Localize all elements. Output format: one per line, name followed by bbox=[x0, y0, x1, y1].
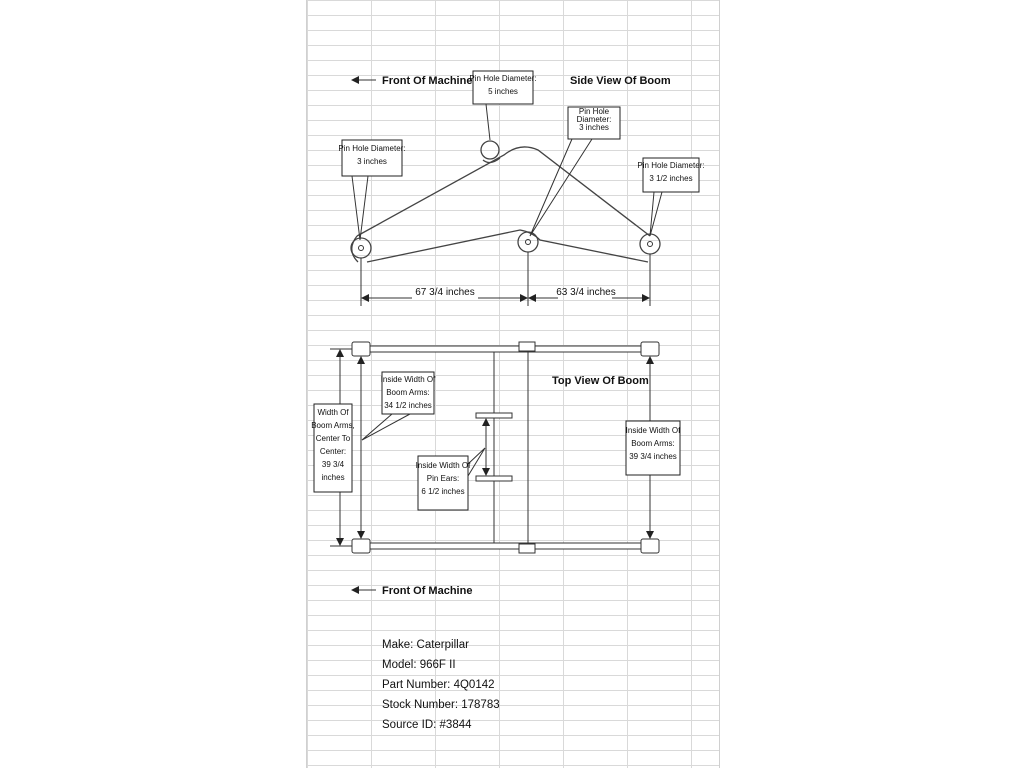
svg-text:Pin Hole: Pin Hole bbox=[579, 107, 610, 116]
dimension-right-label: 63 3/4 inches bbox=[556, 287, 616, 298]
svg-text:Boom Arms,: Boom Arms, bbox=[311, 421, 355, 430]
svg-text:39 3/4 inches: 39 3/4 inches bbox=[629, 452, 677, 461]
svg-text:5 inches: 5 inches bbox=[488, 87, 518, 96]
callout-pin-hole-right: Pin Hole Diameter: 3 1/2 inches bbox=[637, 157, 705, 237]
dimension-side bbox=[360, 252, 651, 306]
svg-text:Inside Width Of: Inside Width Of bbox=[626, 426, 681, 435]
svg-text:3 1/2 inches: 3 1/2 inches bbox=[649, 174, 692, 183]
front-of-machine-label-top: Front Of Machine bbox=[382, 75, 472, 87]
svg-text:39 3/4: 39 3/4 bbox=[322, 460, 345, 469]
info-model: Model: 966F II bbox=[382, 659, 456, 671]
pin-hole-right bbox=[639, 233, 661, 255]
svg-text:3 inches: 3 inches bbox=[579, 123, 609, 132]
pin-hole-middle bbox=[517, 231, 539, 253]
svg-text:3 inches: 3 inches bbox=[357, 157, 387, 166]
boom-top-outline bbox=[351, 341, 660, 554]
svg-text:Center To: Center To bbox=[316, 434, 351, 443]
svg-text:Pin Ears:: Pin Ears: bbox=[427, 474, 459, 483]
info-part-number: Part Number: 4Q0142 bbox=[382, 679, 495, 691]
svg-text:Boom Arms:: Boom Arms: bbox=[386, 388, 430, 397]
callout-inside-width-right: Inside Width Of Boom Arms: 39 3/4 inches bbox=[625, 420, 681, 476]
callout-pin-ears: Inside Width Of Pin Ears: 6 1/2 inches bbox=[416, 447, 486, 511]
callout-width-center-to-center: Width Of Boom Arms, Center To Center: 39… bbox=[311, 403, 355, 493]
svg-text:Inside Width Of: Inside Width Of bbox=[381, 375, 436, 384]
svg-text:Width Of: Width Of bbox=[317, 408, 349, 417]
callout-inside-width-arms: Inside Width Of Boom Arms: 34 1/2 inches bbox=[361, 371, 436, 441]
pin-hole-left bbox=[350, 237, 372, 259]
svg-text:Pin Hole Diameter:: Pin Hole Diameter: bbox=[338, 144, 405, 153]
front-of-machine-label-bottom: Front Of Machine bbox=[382, 585, 472, 597]
svg-text:34 1/2 inches: 34 1/2 inches bbox=[384, 401, 432, 410]
svg-text:Boom Arms:: Boom Arms: bbox=[631, 439, 675, 448]
svg-text:Pin Hole Diameter:: Pin Hole Diameter: bbox=[469, 74, 536, 83]
callout-pin-hole-left: Pin Hole Diameter: 3 inches bbox=[338, 139, 406, 241]
svg-text:inches: inches bbox=[321, 473, 344, 482]
side-view-title: Side View Of Boom bbox=[570, 75, 671, 87]
info-source-id: Source ID: #3844 bbox=[382, 719, 472, 731]
dimension-left-label: 67 3/4 inches bbox=[415, 287, 475, 298]
svg-text:Diameter:: Diameter: bbox=[577, 115, 612, 124]
info-stock-number: Stock Number: 178783 bbox=[382, 699, 500, 711]
top-view-title: Top View Of Boom bbox=[552, 375, 649, 387]
svg-text:Center:: Center: bbox=[320, 447, 346, 456]
callout-pin-hole-top: Pin Hole Diameter: 5 inches bbox=[469, 70, 537, 141]
svg-text:Pin Hole Diameter:: Pin Hole Diameter: bbox=[637, 161, 704, 170]
callout-pin-hole-middle: Pin Hole Diameter: 3 inches bbox=[529, 106, 621, 237]
svg-text:Inside Width Of: Inside Width Of bbox=[416, 461, 471, 470]
info-make: Make: Caterpillar bbox=[382, 639, 469, 651]
svg-text:6 1/2 inches: 6 1/2 inches bbox=[421, 487, 464, 496]
